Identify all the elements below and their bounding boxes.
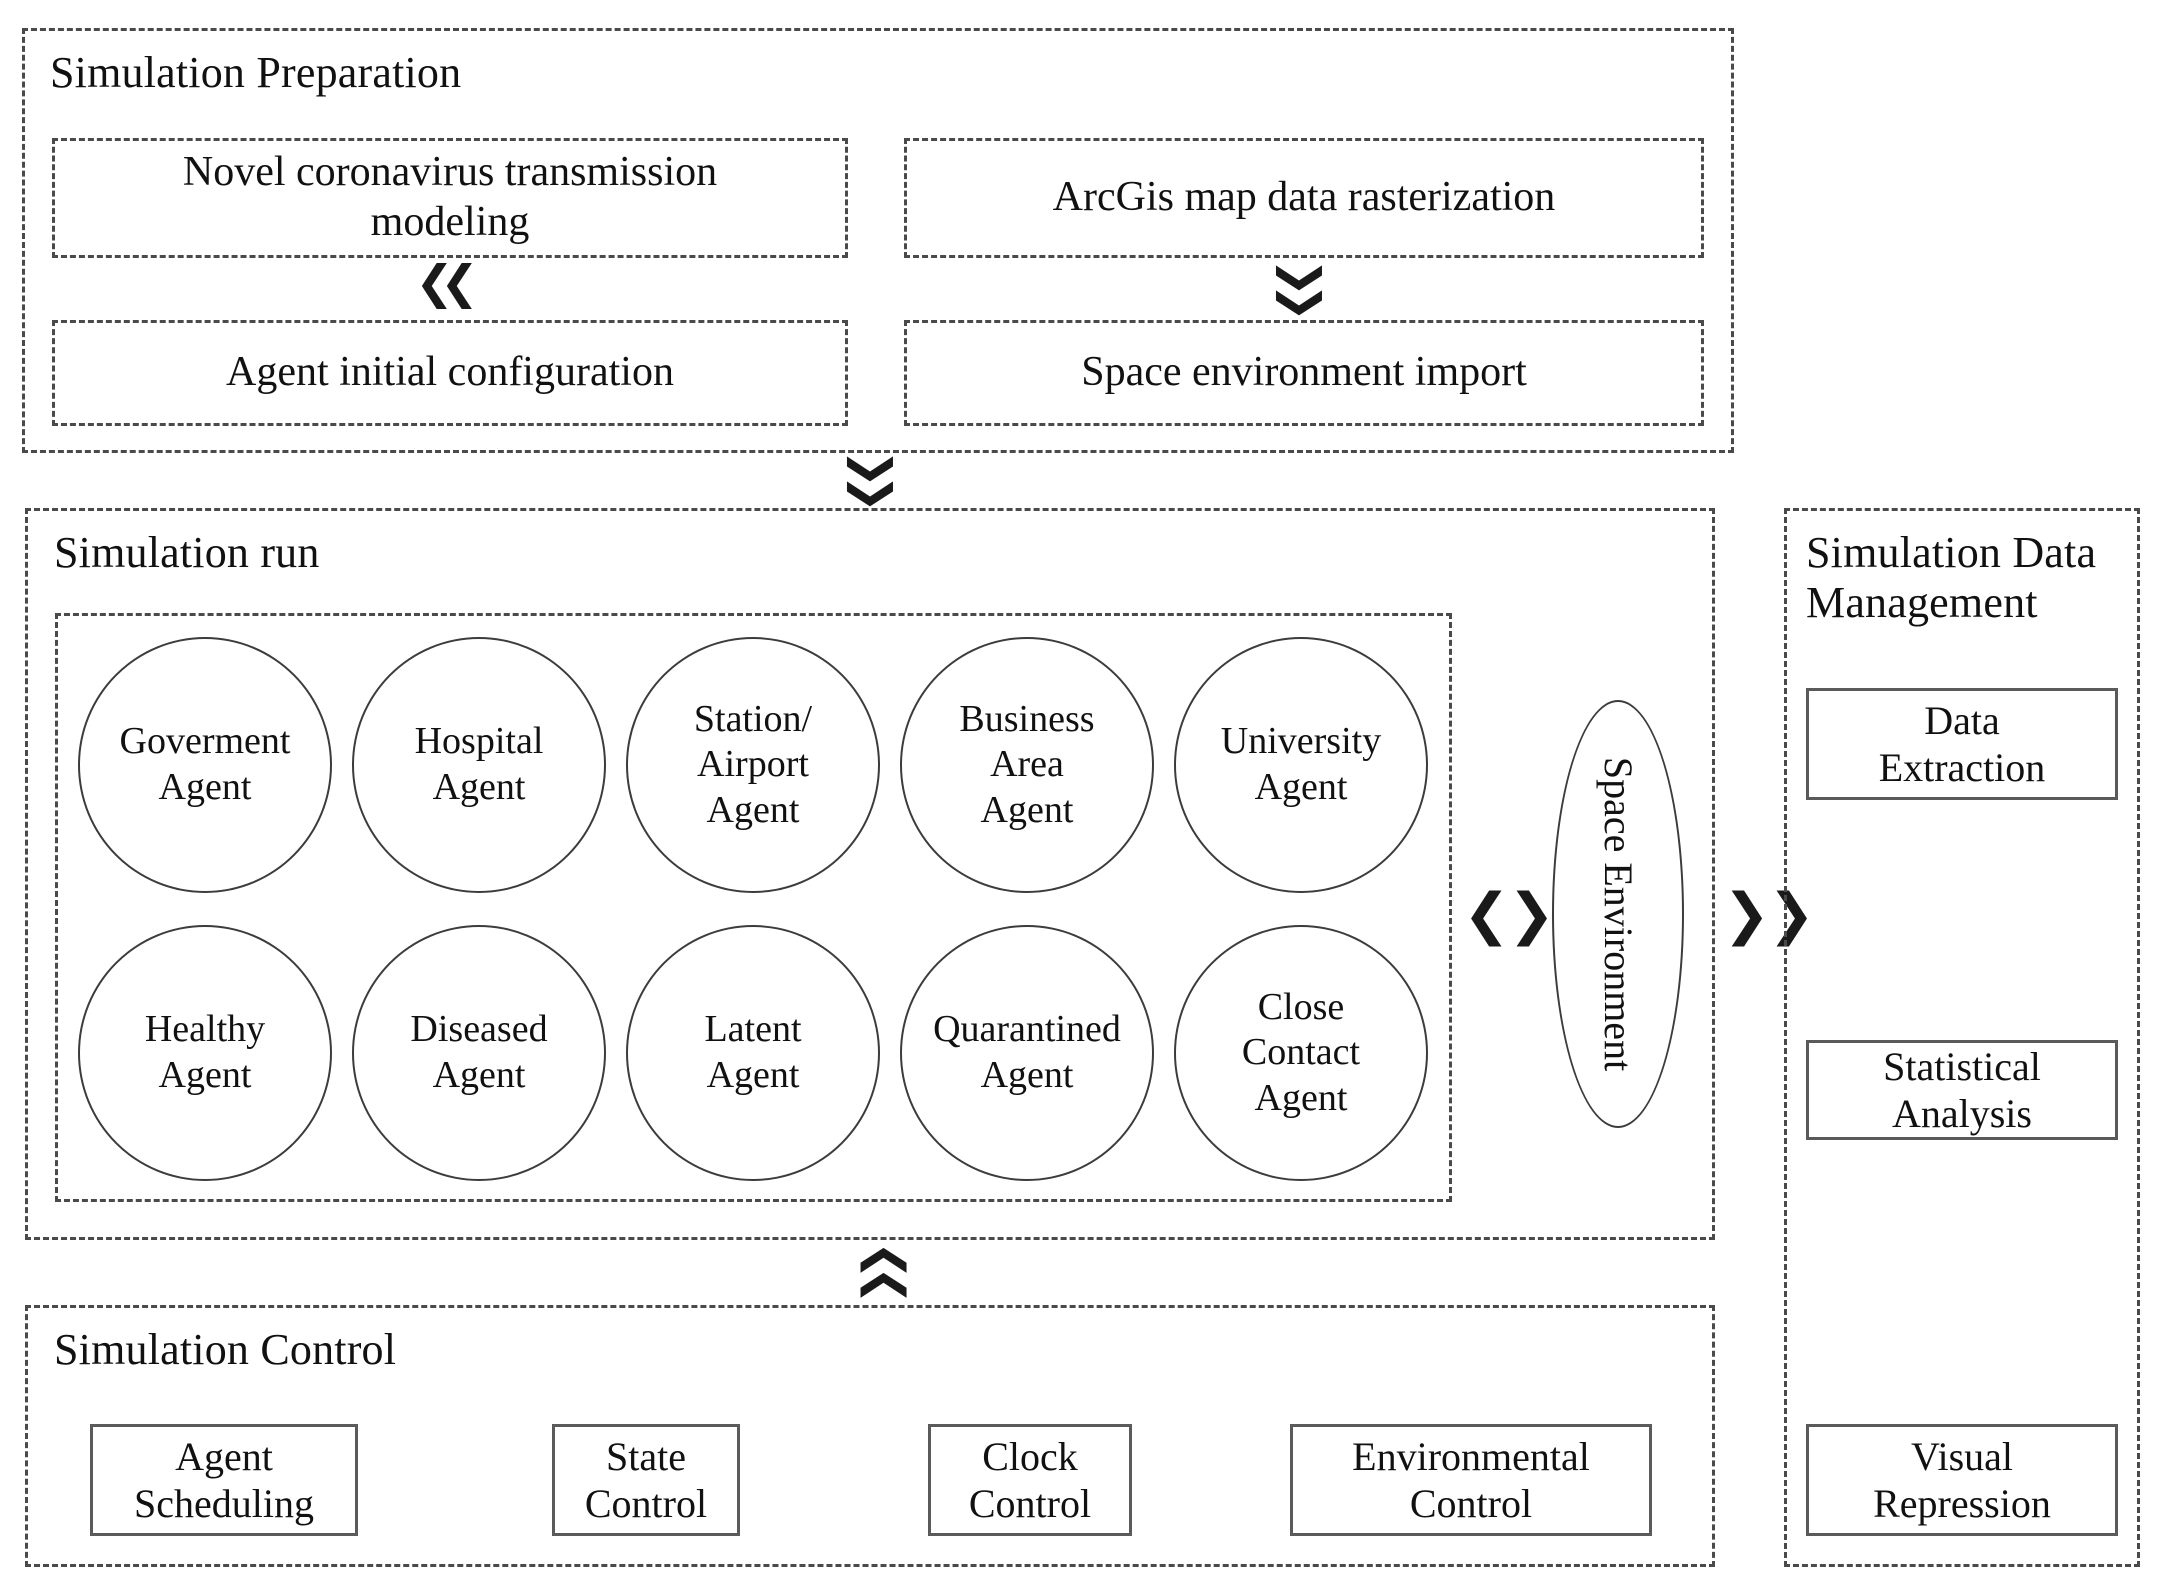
box-arcgis-map-data-rasterization: ArcGis map data rasterization: [904, 138, 1704, 258]
panel-simulation-data-management: [1784, 508, 2140, 1567]
panel-title-simulation-run: Simulation run: [54, 528, 320, 577]
space-environment-ellipse: Space Environment: [1552, 700, 1684, 1128]
box-agent-scheduling: Agent Scheduling: [90, 1424, 358, 1536]
panel-simulation-run: [25, 508, 1715, 1240]
chevron-down-icon: ❯: [846, 474, 901, 511]
agent-university: University Agent: [1174, 637, 1428, 893]
panel-simulation-control: [25, 1305, 1715, 1567]
agent-quarantined: Quarantined Agent: [900, 925, 1154, 1181]
agent-station-airport: Station/ Airport Agent: [626, 637, 880, 893]
panel-title-simulation-control: Simulation Control: [54, 1325, 397, 1374]
box-space-environment-import: Space environment import: [904, 320, 1704, 426]
box-statistical-analysis: Statistical Analysis: [1806, 1040, 2118, 1140]
chevron-right-icon: ❯: [1508, 881, 1555, 947]
box-visual-repression: Visual Repression: [1806, 1424, 2118, 1536]
chevron-right-icon: ❯: [1723, 881, 1770, 947]
space-environment-label: Space Environment: [1596, 756, 1642, 1072]
agent-diseased: Diseased Agent: [352, 925, 606, 1181]
box-clock-control: Clock Control: [928, 1424, 1132, 1536]
agent-close-contact: Close Contact Agent: [1174, 925, 1428, 1181]
box-environmental-control: Environmental Control: [1290, 1424, 1652, 1536]
arrow-agents-to-environment-icon: ❮ ❯: [1452, 880, 1564, 950]
chevron-left-icon: ❮: [1463, 881, 1510, 947]
arrow-raster-to-import-icon: ❯ ❯: [1262, 258, 1342, 320]
agent-goverment: Goverment Agent: [78, 637, 332, 893]
box-data-extraction: Data Extraction: [1806, 688, 2118, 800]
arrow-control-to-run-icon: ❯ ❯: [840, 1243, 920, 1305]
arrow-environment-to-data-management-icon: ❯ ❯: [1718, 880, 1818, 950]
box-state-control: State Control: [552, 1424, 740, 1536]
agent-hospital: Hospital Agent: [352, 637, 606, 893]
arrow-modeling-to-config-icon: ❯ ❯: [408, 258, 488, 320]
chevron-down-icon: ❯: [417, 262, 454, 317]
box-novel-coronavirus-transmission-modeling: Novel coronavirus transmission modeling: [52, 138, 848, 258]
arrow-preparation-to-run-icon: ❯ ❯: [833, 448, 913, 512]
agent-latent: Latent Agent: [626, 925, 880, 1181]
panel-title-simulation-data-management: Simulation Data Management: [1806, 528, 2097, 628]
chevron-up-icon: ❯: [852, 1268, 907, 1305]
agent-business-area: Business Area Agent: [900, 637, 1154, 893]
chevron-down-icon: ❯: [1275, 283, 1330, 320]
agent-healthy: Healthy Agent: [78, 925, 332, 1181]
agents-container: [55, 613, 1452, 1202]
panel-simulation-preparation: [22, 28, 1734, 453]
box-agent-initial-configuration: Agent initial configuration: [52, 320, 848, 426]
panel-title-simulation-preparation: Simulation Preparation: [50, 48, 462, 97]
